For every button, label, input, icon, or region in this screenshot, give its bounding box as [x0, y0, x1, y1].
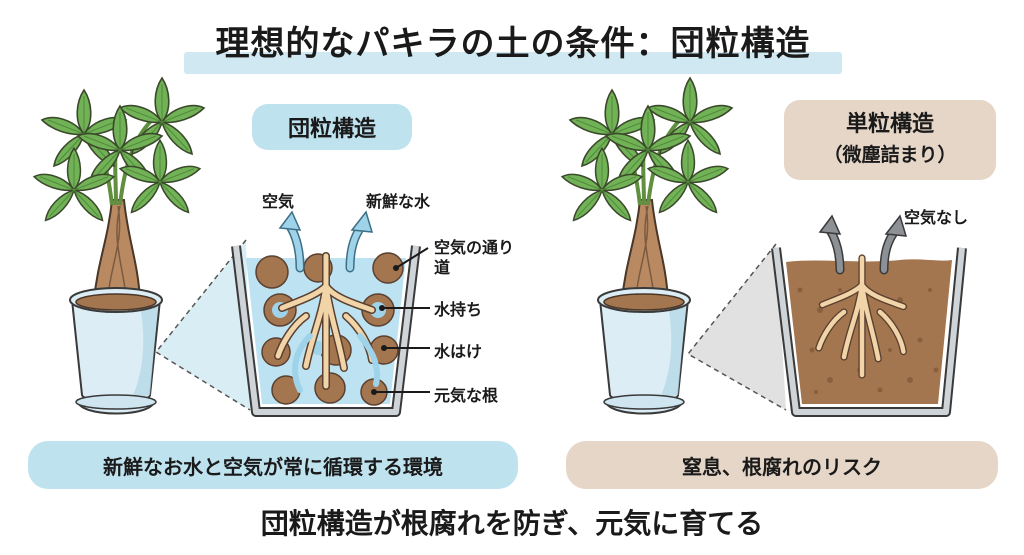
aggregated-structure-heading: 団粒構造 — [252, 104, 412, 150]
aggregated-caption: 新鮮なお水と空気が常に循環する環境 — [28, 441, 518, 489]
aggregated-soil-section — [231, 210, 430, 417]
single-grain-caption-text: 窒息、根腐れのリスク — [682, 454, 882, 479]
single-grain-structure-heading: 単粒構造 （微塵詰まり） — [784, 100, 996, 180]
air-passage-label: 空気の通り — [434, 238, 515, 257]
air-passage-label-line2: 道 — [434, 258, 451, 277]
single-grain-caption: 窒息、根腐れのリスク — [566, 441, 998, 489]
no-air-label: 空気なし — [904, 208, 969, 227]
title-highlight — [184, 52, 842, 74]
footer-summary: 団粒構造が根腐れを防ぎ、元気に育てる — [260, 507, 764, 540]
drainage-label: 水はけ — [434, 342, 483, 361]
air-label: 空気 — [262, 192, 295, 211]
fresh-water-label: 新鮮な水 — [366, 192, 431, 211]
page-title: 理想的なパキラの土の条件：団粒構造 — [215, 24, 811, 64]
single-grain-heading-text: 単粒構造 — [845, 112, 934, 137]
title-block: 理想的なパキラの土の条件：団粒構造 — [184, 14, 842, 74]
single-grain-heading-subtext: （微塵詰まり） — [823, 144, 957, 166]
water-retention-label: 水持ち — [434, 300, 483, 319]
aggregated-caption-text: 新鮮なお水と空気が常に循環する環境 — [103, 454, 443, 479]
aggregated-structure-heading-text: 団粒構造 — [287, 117, 376, 142]
healthy-roots-label: 元気な根 — [434, 386, 499, 405]
compacted-soil-section — [771, 214, 967, 417]
